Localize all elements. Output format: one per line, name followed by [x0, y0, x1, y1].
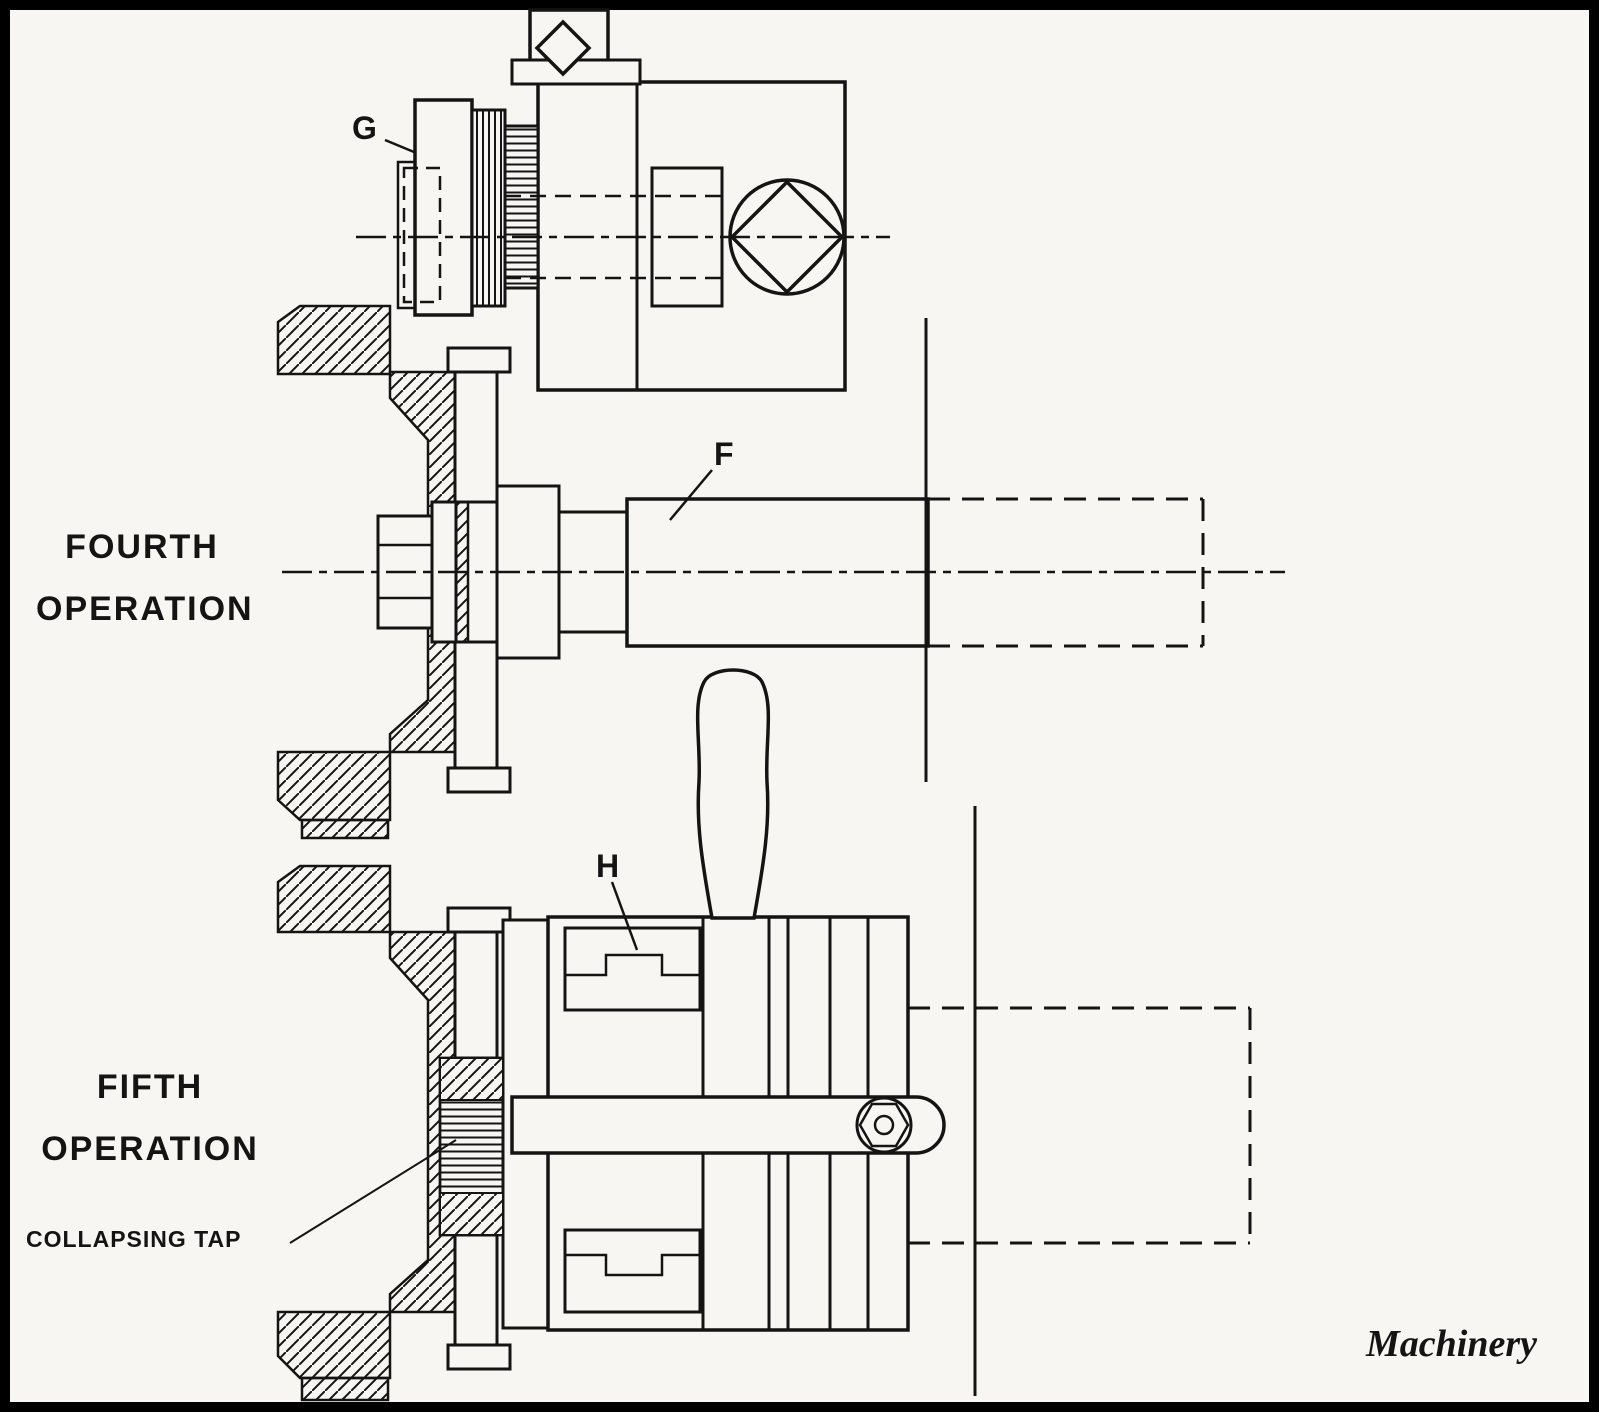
top-flange: [276, 304, 392, 376]
publication-signature: Machinery: [1366, 1323, 1537, 1365]
thread-engagement: [439, 1057, 504, 1236]
fourth-operation-line1: FOURTH: [65, 528, 219, 566]
face-plate-lower: [453, 1233, 499, 1347]
face-lip-bottom: [446, 766, 512, 794]
threaded-stem: [503, 124, 540, 290]
fifth-operation-line2: OPERATION: [41, 1130, 259, 1168]
leader-collapsing-tap: [289, 1139, 457, 1244]
hidden-extension-fifth: [908, 1006, 1252, 1245]
leader-f: [669, 469, 713, 521]
jaw-lower: [563, 1228, 702, 1314]
leader-g: [384, 138, 415, 154]
hidden-square-hole: [402, 166, 442, 304]
jaw-upper: [563, 926, 702, 1012]
part-label-h: H: [596, 848, 620, 884]
collapsing-tap-label: COLLAPSING TAP: [26, 1226, 242, 1252]
top-bracket: [510, 8, 642, 86]
hidden-bore-lines: [505, 194, 722, 280]
face-plate-upper: [453, 930, 499, 1060]
bottom-foot: [300, 1376, 390, 1402]
fifth-operation-line1: FIFTH: [96, 1068, 204, 1106]
fifth-operation-label: FIFTH OPERATION: [36, 1056, 264, 1180]
part-label-g: G: [352, 110, 377, 146]
top-flange: [276, 864, 392, 934]
face-plate-upper: [453, 370, 499, 504]
bottom-flange: [276, 750, 392, 822]
tap-holder-body: [501, 915, 910, 1332]
square-screw-head: [534, 19, 592, 77]
face-plate-lower: [453, 640, 499, 770]
drive-bar: [510, 1095, 946, 1155]
face-lip-top: [446, 346, 512, 374]
bottom-flange: [276, 1310, 392, 1380]
tap-wrench-handle: [695, 668, 771, 920]
leader-h: [610, 881, 639, 951]
fourth-operation-line2: OPERATION: [36, 590, 254, 628]
die-holder-g: [396, 98, 540, 317]
face-lip-top: [446, 906, 512, 934]
face-lip-bottom: [446, 1343, 512, 1371]
bottom-foot: [300, 818, 390, 840]
fourth-operation-label: FOURTH OPERATION: [36, 516, 254, 640]
part-label-f: F: [714, 436, 734, 472]
knurled-ring: [470, 108, 507, 308]
